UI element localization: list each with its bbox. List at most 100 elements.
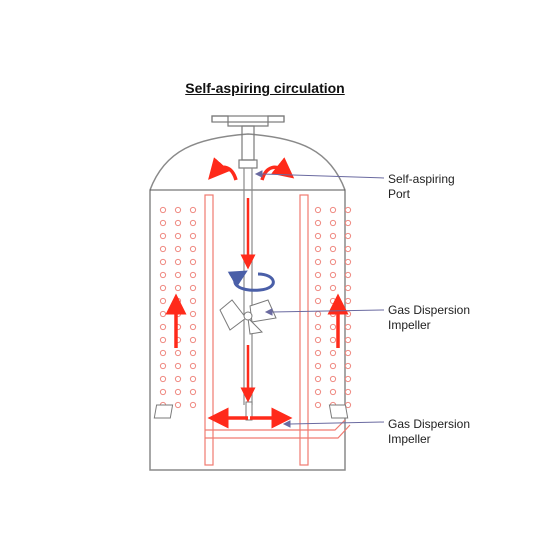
bubble <box>344 232 352 240</box>
bubble <box>329 388 337 396</box>
bubble <box>329 323 337 331</box>
label-line: Port <box>388 187 411 201</box>
draft-tubes <box>204 194 309 466</box>
bubble <box>344 284 352 292</box>
bubble <box>314 284 322 292</box>
label-line: Gas Dispersion <box>388 417 471 431</box>
rotation-arrow-icon <box>227 270 275 292</box>
bubble <box>189 336 197 344</box>
flow-arrow-icon <box>260 157 295 181</box>
bubble <box>344 258 352 266</box>
bubble <box>329 336 337 344</box>
bubble <box>174 362 182 370</box>
bubble <box>329 206 337 214</box>
label-line: Self-aspiring <box>388 172 455 186</box>
bubble <box>314 297 322 305</box>
bubble <box>314 336 322 344</box>
bubble <box>174 232 182 240</box>
bubble <box>329 297 337 305</box>
bubble <box>159 219 167 227</box>
top-flange <box>211 115 285 169</box>
bubble <box>329 271 337 279</box>
flow-arrow-icon <box>208 157 238 181</box>
bubble <box>314 375 322 383</box>
bubble <box>329 310 337 318</box>
flow-arrows <box>165 157 349 429</box>
bubble <box>159 271 167 279</box>
upper-impeller-label: Gas Dispersion Impeller <box>388 303 470 333</box>
bubble <box>174 271 182 279</box>
bubble <box>174 206 182 214</box>
bubble <box>314 232 322 240</box>
bubble <box>189 401 197 409</box>
bubble <box>189 375 197 383</box>
bubble <box>329 375 337 383</box>
label-line: Gas Dispersion <box>388 303 471 317</box>
bubble <box>189 323 197 331</box>
bubble <box>189 245 197 253</box>
bubble <box>329 362 337 370</box>
bubble <box>159 206 167 214</box>
leader-lines <box>254 170 385 428</box>
bubble <box>159 362 167 370</box>
bubble <box>189 206 197 214</box>
bubble <box>344 271 352 279</box>
label-line: Impeller <box>388 432 431 446</box>
bubble <box>329 258 337 266</box>
bubble <box>329 245 337 253</box>
bubble <box>174 297 182 305</box>
bubble <box>314 362 322 370</box>
bubble <box>189 362 197 370</box>
bubble <box>174 258 182 266</box>
bubble <box>314 401 322 409</box>
bubble <box>189 284 197 292</box>
lower-impeller-label: Gas Dispersion Impeller <box>388 417 470 447</box>
bubble <box>314 258 322 266</box>
bubble <box>314 349 322 357</box>
bubble <box>314 388 322 396</box>
bubble <box>159 349 167 357</box>
lower-impeller <box>153 401 349 421</box>
bubble <box>159 297 167 305</box>
bubble <box>189 219 197 227</box>
bubble <box>329 219 337 227</box>
bubble <box>314 271 322 279</box>
bubble <box>344 323 352 331</box>
bubble <box>344 375 352 383</box>
bubble <box>174 401 182 409</box>
bubble <box>159 258 167 266</box>
bubble <box>314 219 322 227</box>
bubble <box>314 245 322 253</box>
bubble <box>189 271 197 279</box>
bubble <box>159 310 167 318</box>
bubble <box>344 362 352 370</box>
bubble <box>189 232 197 240</box>
bubble <box>174 284 182 292</box>
bubble <box>329 349 337 357</box>
bubble <box>174 219 182 227</box>
bubble <box>189 297 197 305</box>
bubble <box>344 206 352 214</box>
bubble <box>329 232 337 240</box>
bubble <box>344 245 352 253</box>
self-aspiring-port-label: Self-aspiring Port <box>388 172 455 202</box>
bubble <box>174 349 182 357</box>
bubble <box>344 349 352 357</box>
bubble <box>159 388 167 396</box>
label-line: Impeller <box>388 318 431 332</box>
bubble <box>344 219 352 227</box>
diagram-title: Self-aspiring circulation <box>185 80 345 96</box>
bubble <box>329 284 337 292</box>
bubble <box>314 323 322 331</box>
bubble <box>344 388 352 396</box>
bubble <box>189 258 197 266</box>
bubble <box>159 284 167 292</box>
bubble <box>174 245 182 253</box>
bubble <box>159 232 167 240</box>
bubble <box>314 206 322 214</box>
bubble <box>159 245 167 253</box>
bubble <box>344 336 352 344</box>
bubble <box>344 297 352 305</box>
bubble <box>159 323 167 331</box>
